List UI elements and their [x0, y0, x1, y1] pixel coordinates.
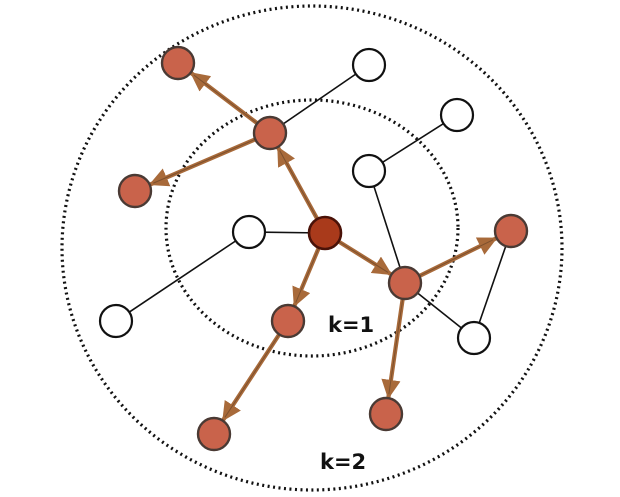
node-empty-w5 — [98, 303, 134, 339]
node-empty-w3 — [351, 153, 387, 189]
nodes-layer — [98, 45, 529, 452]
outer-ring-k2 — [60, 4, 564, 492]
arrow-core-a1-b2 — [153, 138, 256, 184]
arrows-layer — [148, 71, 498, 422]
node-empty-w6 — [456, 320, 492, 356]
node-reached-b3 — [196, 416, 232, 452]
arrow-core-a2-b3 — [224, 334, 280, 418]
outer-ring-label: k=2 — [320, 450, 366, 474]
node-reached-a3 — [387, 265, 423, 301]
node-reached-b4 — [368, 396, 404, 432]
node-empty-w4 — [439, 97, 475, 133]
node-reached-b5 — [493, 213, 529, 249]
arrow-core-c-a1 — [279, 150, 318, 220]
arrow-core-a1-b1 — [193, 74, 258, 124]
node-reached-a2 — [270, 303, 306, 339]
arrow-core-c-a2 — [295, 247, 320, 303]
edge-w3-a3 — [368, 170, 406, 284]
node-reached-b1 — [160, 45, 196, 81]
node-center-c — [307, 215, 343, 251]
node-empty-w1 — [231, 214, 267, 250]
node-reached-b2 — [117, 173, 153, 209]
edge-w1-w5 — [115, 231, 250, 322]
arrow-core-a3-b4 — [388, 298, 404, 395]
node-empty-w2 — [351, 47, 387, 83]
edge-a1-w2 — [269, 64, 370, 134]
inner-ring-label: k=1 — [328, 313, 374, 337]
edge-w6-b5 — [473, 230, 512, 339]
node-reached-a1 — [252, 115, 288, 151]
arrow-core-a3-b5 — [419, 239, 494, 277]
edge-w3-w4 — [368, 114, 458, 172]
arrow-core-c-a3 — [338, 241, 389, 273]
inner-ring-k1 — [164, 98, 460, 358]
